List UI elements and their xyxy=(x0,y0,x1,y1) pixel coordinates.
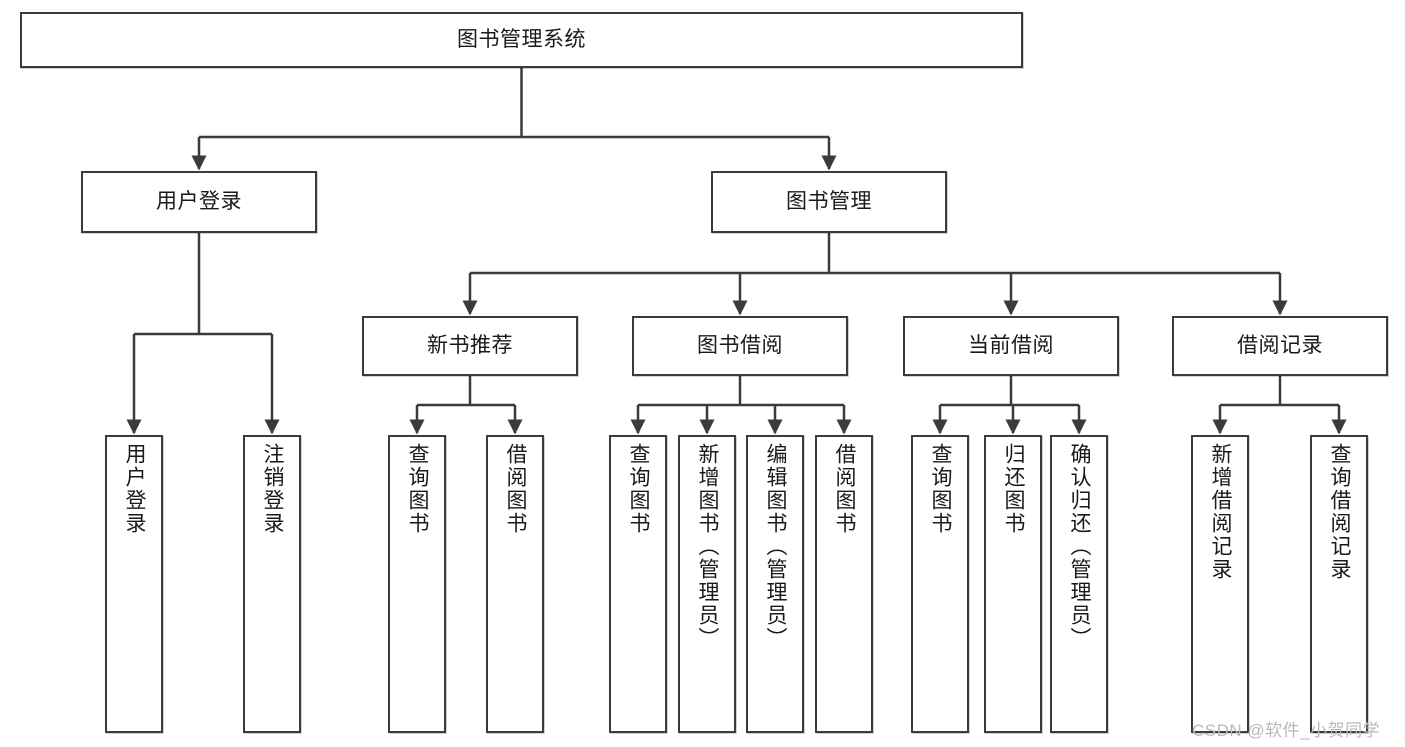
node-label: 图书管理 xyxy=(786,189,872,213)
node-leaf-brw-query[interactable]: 查询图书 xyxy=(609,435,667,733)
node-label: 用户登录 xyxy=(156,189,242,213)
node-label: 归还图书 xyxy=(1002,443,1026,535)
node-leaf-rec-search[interactable]: 查询借阅记录 xyxy=(1310,435,1368,733)
node-leaf-cur-confirm[interactable]: 确认归还（管理员） xyxy=(1050,435,1108,733)
node-book-manage[interactable]: 图书管理 xyxy=(711,171,947,233)
node-label: 借阅图书 xyxy=(504,443,528,535)
node-leaf-rec-query[interactable]: 查询图书 xyxy=(388,435,446,733)
node-leaf-rec-add[interactable]: 新增借阅记录 xyxy=(1191,435,1249,733)
node-label: 新书推荐 xyxy=(427,333,513,357)
node-book-borrow[interactable]: 图书借阅 xyxy=(632,316,848,376)
csdn-watermark: CSDN @软件_小贺同学 xyxy=(1192,721,1381,740)
node-label: 用户登录 xyxy=(123,443,147,535)
node-label: 查询借阅记录 xyxy=(1328,443,1352,581)
node-label: 借阅记录 xyxy=(1237,333,1323,357)
node-leaf-rec-borrow[interactable]: 借阅图书 xyxy=(486,435,544,733)
node-label: 图书借阅 xyxy=(697,333,783,357)
node-user-login[interactable]: 用户登录 xyxy=(81,171,317,233)
node-leaf-brw-lend[interactable]: 借阅图书 xyxy=(815,435,873,733)
node-borrow-record[interactable]: 借阅记录 xyxy=(1172,316,1388,376)
node-label: 新增图书（管理员） xyxy=(696,443,720,650)
node-label: 查询图书 xyxy=(627,443,651,535)
node-label: 编辑图书（管理员） xyxy=(764,443,788,650)
node-label: 查询图书 xyxy=(929,443,953,535)
node-leaf-user-logout[interactable]: 注销登录 xyxy=(243,435,301,733)
node-label: 借阅图书 xyxy=(833,443,857,535)
node-label: 确认归还（管理员） xyxy=(1068,443,1092,650)
node-label: 当前借阅 xyxy=(968,333,1054,357)
node-label: 图书管理系统 xyxy=(457,27,586,51)
node-label: 查询图书 xyxy=(406,443,430,535)
node-leaf-brw-add[interactable]: 新增图书（管理员） xyxy=(678,435,736,733)
node-leaf-cur-return[interactable]: 归还图书 xyxy=(984,435,1042,733)
node-new-book-rec[interactable]: 新书推荐 xyxy=(362,316,578,376)
node-label: 注销登录 xyxy=(261,443,285,535)
node-leaf-brw-edit[interactable]: 编辑图书（管理员） xyxy=(746,435,804,733)
node-current-borrow[interactable]: 当前借阅 xyxy=(903,316,1119,376)
node-leaf-cur-query[interactable]: 查询图书 xyxy=(911,435,969,733)
node-label: 新增借阅记录 xyxy=(1209,443,1233,581)
node-leaf-user-login[interactable]: 用户登录 xyxy=(105,435,163,733)
node-root[interactable]: 图书管理系统 xyxy=(20,12,1023,68)
